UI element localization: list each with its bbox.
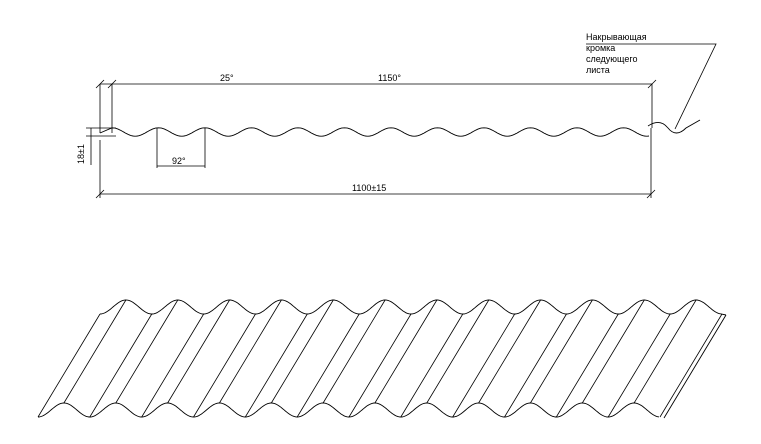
iso-ridge-line (167, 299, 230, 404)
isometric-view (37, 299, 727, 419)
iso-ridge-line (244, 313, 308, 418)
note-line-4: листа (586, 65, 610, 75)
iso-ridge-line (555, 313, 619, 418)
note-overlap: Накрывающая кромка следующего листа (586, 32, 649, 75)
iso-ridge-line (659, 313, 723, 418)
iso-bottom-edge (37, 314, 727, 419)
iso-ridge-line (633, 299, 697, 404)
iso-ridge-line (219, 299, 282, 404)
note-line-3: следующего (586, 54, 637, 64)
tick-bottom-right (646, 189, 656, 199)
sheet-profile-wave (99, 119, 701, 137)
tick-right (647, 79, 657, 89)
iso-ridge-line (63, 299, 127, 404)
iso-ridge-line (374, 299, 438, 404)
tick-left (95, 79, 105, 89)
dim-total-width: 1150° (378, 73, 401, 83)
iso-ridge-line (348, 313, 412, 418)
iso-ridge-line (581, 299, 645, 404)
dim-effective-width: 1100±15 (352, 183, 386, 193)
iso-ridge-line (89, 313, 153, 418)
iso-ridge-line (322, 299, 386, 404)
iso-ridge-line (296, 313, 360, 418)
iso-ridge-line (193, 313, 256, 418)
iso-ridge-line (141, 313, 205, 418)
iso-ridge-lines (37, 299, 723, 418)
iso-ridge-line (452, 313, 516, 418)
iso-ridge-line (37, 313, 101, 418)
note-line-1: Накрывающая (586, 32, 647, 42)
dim-wave-pitch: 92° (172, 156, 186, 166)
cross-section-view: 25° 1150° 18±1 92° 1100±15 Накрывающая к… (76, 32, 717, 199)
iso-ridge-line (607, 313, 671, 418)
iso-ridge-line (504, 313, 567, 418)
iso-ridge-line (530, 299, 593, 404)
iso-ridge-line (426, 299, 490, 404)
tick-bottom-left (95, 189, 105, 199)
iso-top-edge (99, 299, 727, 316)
iso-ridge-line (270, 299, 334, 404)
note-leader-line (586, 43, 717, 130)
iso-ridge-line (478, 299, 541, 404)
iso-ridge-line (115, 299, 179, 404)
iso-ridge-line (400, 313, 464, 418)
dim-wave-height: 18±1 (76, 144, 86, 164)
note-line-2: кромка (586, 43, 615, 53)
dim-edge-angle: 25° (220, 73, 234, 83)
tick-inner (107, 79, 117, 89)
